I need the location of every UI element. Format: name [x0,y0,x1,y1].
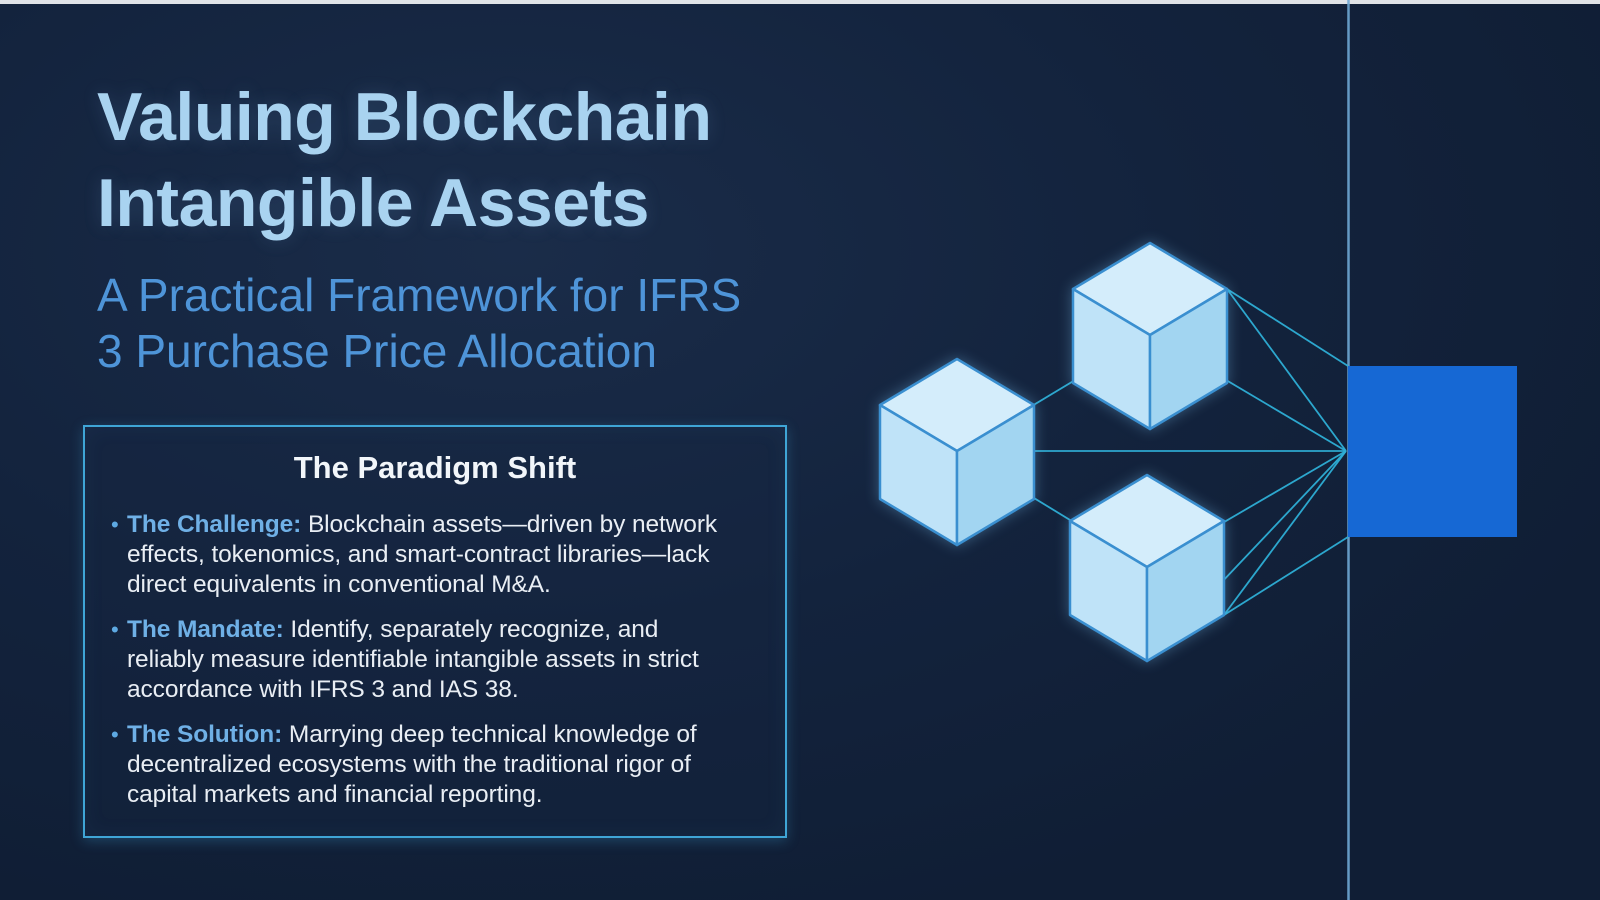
network-node-rect [1348,366,1517,537]
cube-icon [878,357,1036,547]
bullet-paragraph: The Challenge: Blockchain assets—driven … [127,510,737,600]
cube-icon [1071,241,1229,431]
page-subtitle: A Practical Framework for IFRS 3 Purchas… [97,267,741,379]
bullet-label: The Solution: [127,721,283,748]
bullet-list: • The Challenge: Blockchain assets—drive… [85,510,785,810]
screenshot-top-edge [0,0,1600,4]
panel-heading: The Paradigm Shift [293,450,577,485]
bullet-label: The Mandate: [127,616,284,643]
bullet-icon: • [111,512,119,537]
list-item: • The Challenge: Blockchain assets—drive… [111,510,785,600]
subtitle-line-1: A Practical Framework for IFRS [97,269,742,321]
page-title: Valuing Blockchain Intangible Assets [97,74,741,246]
title-line-2: Intangible Assets [97,165,650,241]
subtitle-line-2: 3 Purchase Price Allocation [97,325,657,377]
list-item: • The Solution: Marrying deep technical … [111,720,785,810]
bullet-paragraph: The Solution: Marrying deep technical kn… [127,720,737,810]
bullet-text: Marrying deep technical knowledge of dec… [127,721,697,808]
paradigm-shift-panel: The Paradigm Shift • The Challenge: Bloc… [83,425,787,838]
bullet-icon: • [111,722,119,747]
title-line-1: Valuing Blockchain [97,79,712,155]
bullet-label: The Challenge: [127,511,302,538]
list-item: • The Mandate: Identify, separately reco… [111,615,785,705]
cube-icon [1068,473,1226,663]
blockchain-network-illustration [878,0,1517,900]
bullet-text: Identify, separately recognize, and reli… [127,616,699,703]
bullet-text: Blockchain assets—driven by network effe… [127,511,718,598]
bullet-icon: • [111,617,119,642]
title-block: Valuing Blockchain Intangible Assets A P… [97,74,741,379]
bullet-paragraph: The Mandate: Identify, separately recogn… [127,615,737,705]
